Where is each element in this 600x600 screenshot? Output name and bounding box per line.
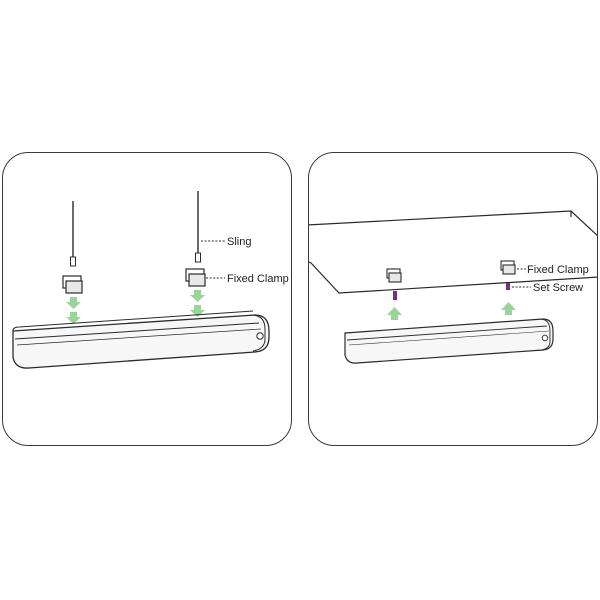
left-set-screw-icon: [393, 291, 397, 300]
left-clamp-label: Fixed Clamp: [227, 273, 289, 285]
ceiling-left-clamp: [386, 268, 402, 300]
left-sling: [70, 201, 76, 267]
left-down-arrows: [66, 297, 81, 324]
right-down-arrows: [190, 290, 205, 317]
ceiling-plate: [309, 210, 597, 294]
ceiling-install-diagram: Fixed Clamp Set Screw: [309, 210, 597, 364]
light-fixture: [12, 310, 270, 369]
ceiling-clamp-label: Fixed Clamp: [527, 264, 589, 276]
ceiling-light-fixture: [344, 318, 554, 364]
ceiling-right-up-arrow: [501, 302, 516, 315]
left-fixed-clamp: [62, 275, 83, 294]
ceiling-right-clamp: [500, 260, 531, 290]
suspended-install-panel: Sling Fixed Clamp: [2, 152, 292, 446]
sling-label: Sling: [227, 236, 251, 248]
right-fixed-clamp: [185, 268, 225, 287]
ceiling-left-up-arrow: [387, 307, 402, 320]
right-sling: [195, 191, 225, 263]
suspended-install-diagram: Sling Fixed Clamp: [12, 191, 289, 369]
right-set-screw-icon: [506, 283, 510, 290]
ceiling-install-panel: Fixed Clamp Set Screw: [308, 152, 598, 446]
set-screw-label: Set Screw: [533, 282, 583, 294]
